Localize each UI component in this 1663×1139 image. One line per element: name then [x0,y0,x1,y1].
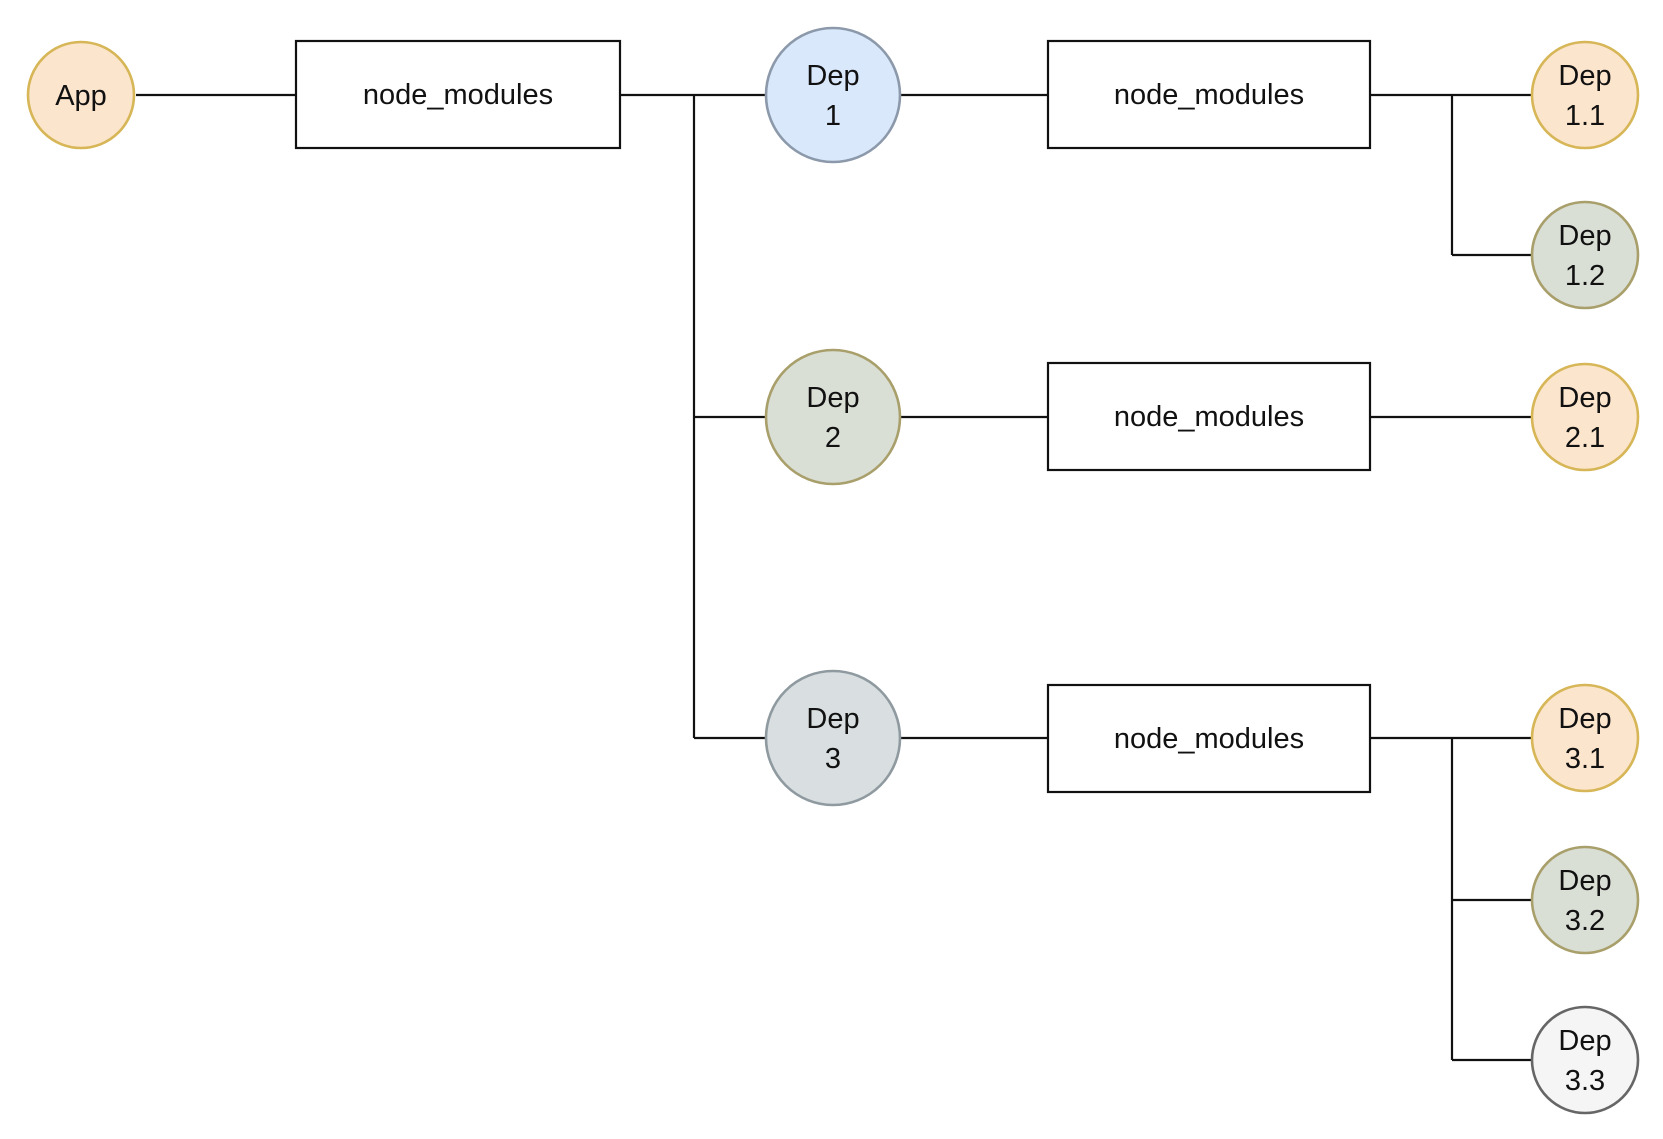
node-label: Dep [1558,1025,1611,1057]
node-version: 3 [825,743,841,775]
node-label: Dep [1558,220,1611,252]
box-label: node_modules [1114,723,1304,755]
node-version: 3.2 [1565,905,1605,937]
node-dep-3-2: Dep 3.2 [1530,845,1640,955]
edges [136,93,1532,1062]
node-version: 1.1 [1565,100,1605,132]
node-app: App [26,40,136,150]
node-modules-box-dep3: node_modules [1046,683,1372,794]
node-label: Dep [806,60,859,92]
node-version: 1 [825,100,841,132]
node-modules-box-dep1: node_modules [1046,39,1372,150]
box-label: node_modules [1114,401,1304,433]
node-dep-1-1: Dep 1.1 [1530,40,1640,150]
node-label: Dep [806,382,859,414]
node-label: Dep [1558,382,1611,414]
node-dep-3: Dep 3 [764,669,902,807]
node-dep-2: Dep 2 [764,348,902,486]
node-label: Dep [1558,865,1611,897]
box-label: node_modules [1114,79,1304,111]
node-dep-1: Dep 1 [764,26,902,164]
node-version: 2 [825,422,841,454]
node-dep-1-2: Dep 1.2 [1530,200,1640,310]
node-modules-box-root: node_modules [294,39,622,150]
node-label: Dep [1558,703,1611,735]
node-dep-3-1: Dep 3.1 [1530,683,1640,793]
node-dep-3-3: Dep 3.3 [1530,1005,1640,1115]
node-dep-2-1: Dep 2.1 [1530,362,1640,472]
node-version: 1.2 [1565,260,1605,292]
node-label: Dep [1558,60,1611,92]
node-version: 3.3 [1565,1065,1605,1097]
node-version: 3.1 [1565,743,1605,775]
node-version: 2.1 [1565,422,1605,454]
node-label: Dep [806,703,859,735]
box-label: node_modules [363,79,553,111]
node-modules-box-dep2: node_modules [1046,361,1372,472]
node-label: App [55,80,107,112]
